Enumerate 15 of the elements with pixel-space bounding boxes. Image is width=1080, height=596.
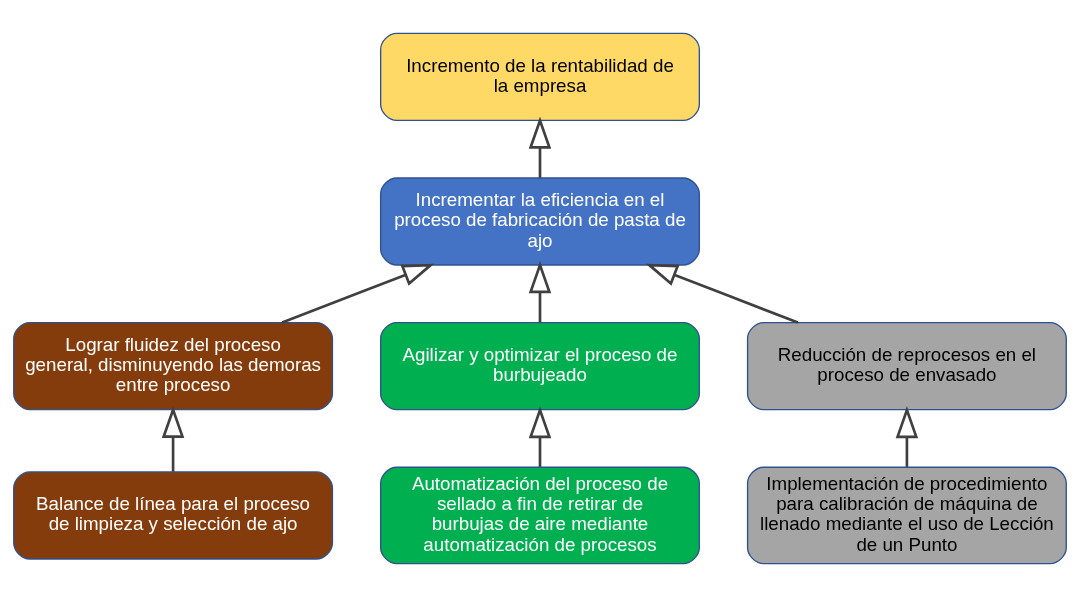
arrow [528, 115, 552, 178]
arrow [161, 405, 185, 472]
node-box: Automatización del proceso de sellado a fin de retirar de burbujas de aire mediante automatización de procesos [379, 466, 700, 564]
node-box: Incrementar la eficiencia en el proceso de fabricación de pasta de ajo [379, 176, 700, 266]
node-box: Balance de línea para el proceso de limpieza y selección de ajo [13, 470, 334, 560]
arrow [528, 405, 552, 467]
arrow [528, 260, 552, 323]
arrow [895, 405, 919, 467]
node-box: Lograr fluidez del proceso general, disminuyendo las demoras entre proceso [13, 321, 334, 410]
arrow [281, 263, 435, 324]
node-box: Incremento de la rentabilidad de la empresa [379, 32, 700, 121]
node-box: Agilizar y optimizar el proceso de burbujeado [379, 321, 700, 410]
node-box: Implementación de procedimiento para calibración de máquina de llenado mediante el uso de Lección de un Punto [746, 466, 1067, 564]
arrow [645, 263, 799, 324]
node-box: Reducción de reprocesos en el proceso de envasado [746, 321, 1067, 410]
